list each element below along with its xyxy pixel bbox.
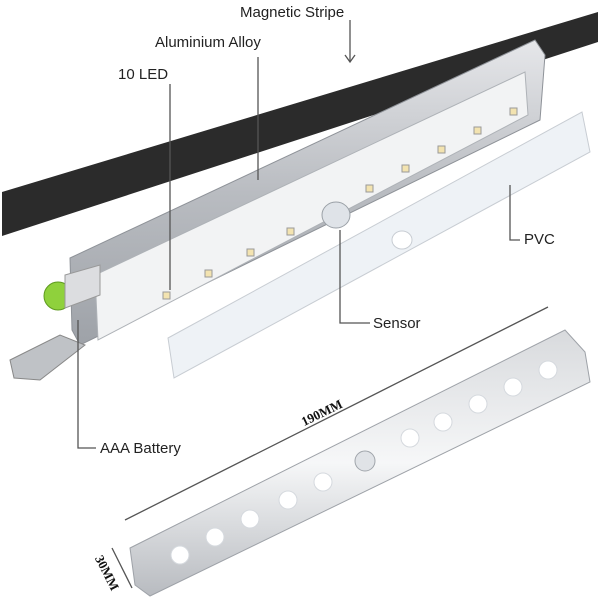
assembled-leds xyxy=(170,360,558,565)
led-panel xyxy=(94,71,529,341)
pvc-sensor-hole xyxy=(391,230,413,250)
label-aaa-battery: AAA Battery xyxy=(100,440,181,457)
pvc-cover xyxy=(167,111,591,379)
label-magnetic-stripe: Magnetic Stripe xyxy=(240,4,345,21)
mounting-bracket xyxy=(9,334,86,381)
label-aluminium-alloy: Aluminium Alloy xyxy=(155,34,261,51)
label-10-led: 10 LED xyxy=(118,66,169,83)
battery-compartment xyxy=(64,264,101,309)
assembled-sensor xyxy=(354,450,376,472)
led-row xyxy=(162,107,518,300)
label-sensor: Sensor xyxy=(373,315,421,332)
leader-lines xyxy=(77,20,549,589)
magnetic-stripe xyxy=(2,12,598,236)
motion-sensor xyxy=(321,201,351,229)
label-pvc: PVC xyxy=(524,231,555,248)
